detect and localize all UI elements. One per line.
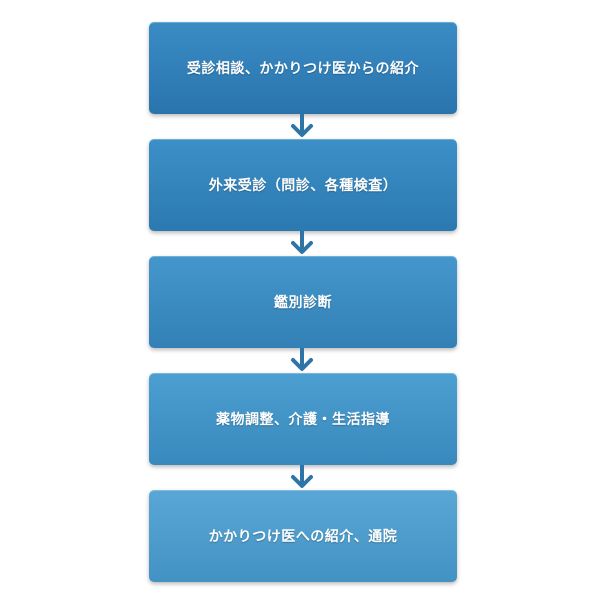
flow-step-3: 鑑別診断 [149, 256, 457, 348]
down-arrow-icon [291, 465, 313, 488]
flow-step-4: 薬物調整、介護・生活指導 [149, 373, 457, 465]
flow-step-3-label: 鑑別診断 [274, 295, 332, 311]
down-arrow-icon [291, 348, 313, 371]
flow-step-2: 外来受診（問診、各種検査） [149, 139, 457, 231]
down-arrow-icon [291, 114, 313, 137]
flow-step-4-label: 薬物調整、介護・生活指導 [216, 412, 390, 428]
flow-step-1-label: 受診相談、かかりつけ医からの紹介 [186, 61, 420, 77]
flow-step-5-label: かかりつけ医への紹介、通院 [208, 529, 398, 545]
flow-step-5: かかりつけ医への紹介、通院 [149, 490, 457, 582]
down-arrow-icon [291, 231, 313, 254]
flow-step-1: 受診相談、かかりつけ医からの紹介 [149, 22, 457, 114]
flow-step-2-label: 外来受診（問診、各種検査） [208, 178, 398, 194]
